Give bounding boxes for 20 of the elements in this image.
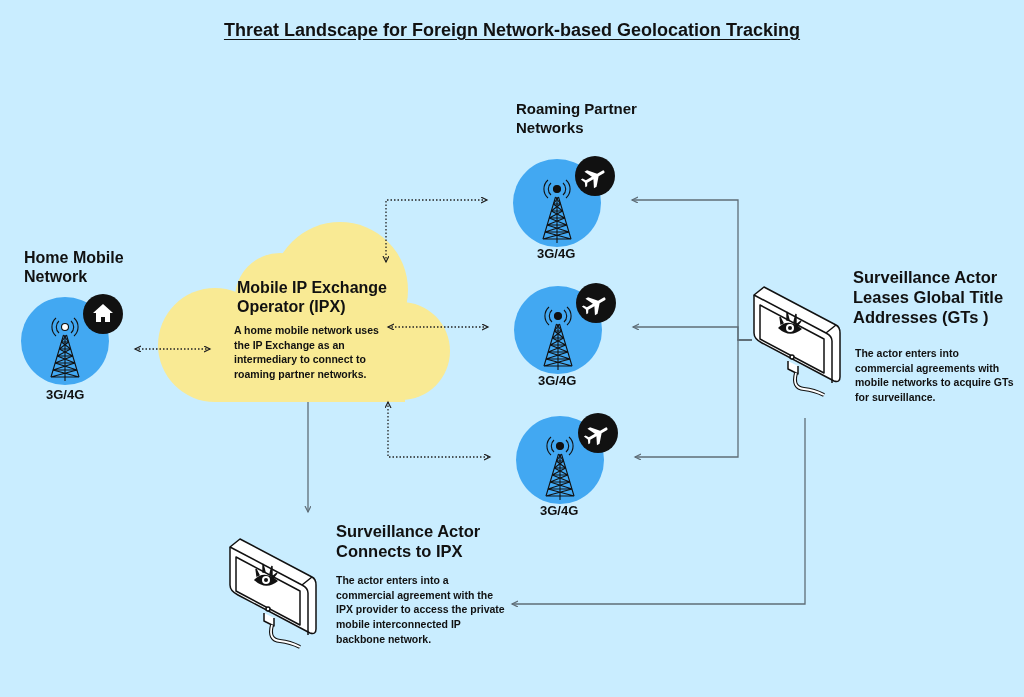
arrow — [511, 417, 806, 608]
arrow — [634, 339, 753, 461]
node-heading: Surveillance Actor Leases Global Title Addresses (GTs ) — [853, 268, 1005, 328]
dotted-arrow — [384, 401, 491, 461]
dotted-arrow — [382, 196, 488, 263]
node-heading: Home Mobile Network — [24, 248, 125, 287]
diagram-title: Threat Landscape for Foreign Network-based Geolocation Tracking — [223, 20, 801, 41]
dotted-arrow — [387, 323, 489, 331]
node-heading: Surveillance Actor Connects to IPX — [336, 522, 482, 562]
node-description: The actor enters into commercial agreements with mobile networks to acquire GTs for surveillance. — [855, 346, 1015, 405]
arrow — [304, 401, 312, 513]
network-label: 3G/4G — [537, 246, 576, 261]
node-description: A home mobile network uses the IP Exchange as an intermediary to connect to roaming partner networks. — [234, 323, 380, 382]
node-heading: Mobile IP Exchange Operator (IPX) — [237, 278, 388, 317]
node-description: The actor enters into a commercial agreement with the IPX provider to access the private mobile interconnected IP backbone network. — [336, 573, 506, 647]
dotted-arrow — [134, 345, 211, 353]
group-heading: Roaming Partner Networks — [516, 100, 638, 138]
network-label: 3G/4G — [538, 373, 577, 388]
network-label: 3G/4G — [46, 387, 85, 402]
network-label: 3G/4G — [540, 503, 579, 518]
